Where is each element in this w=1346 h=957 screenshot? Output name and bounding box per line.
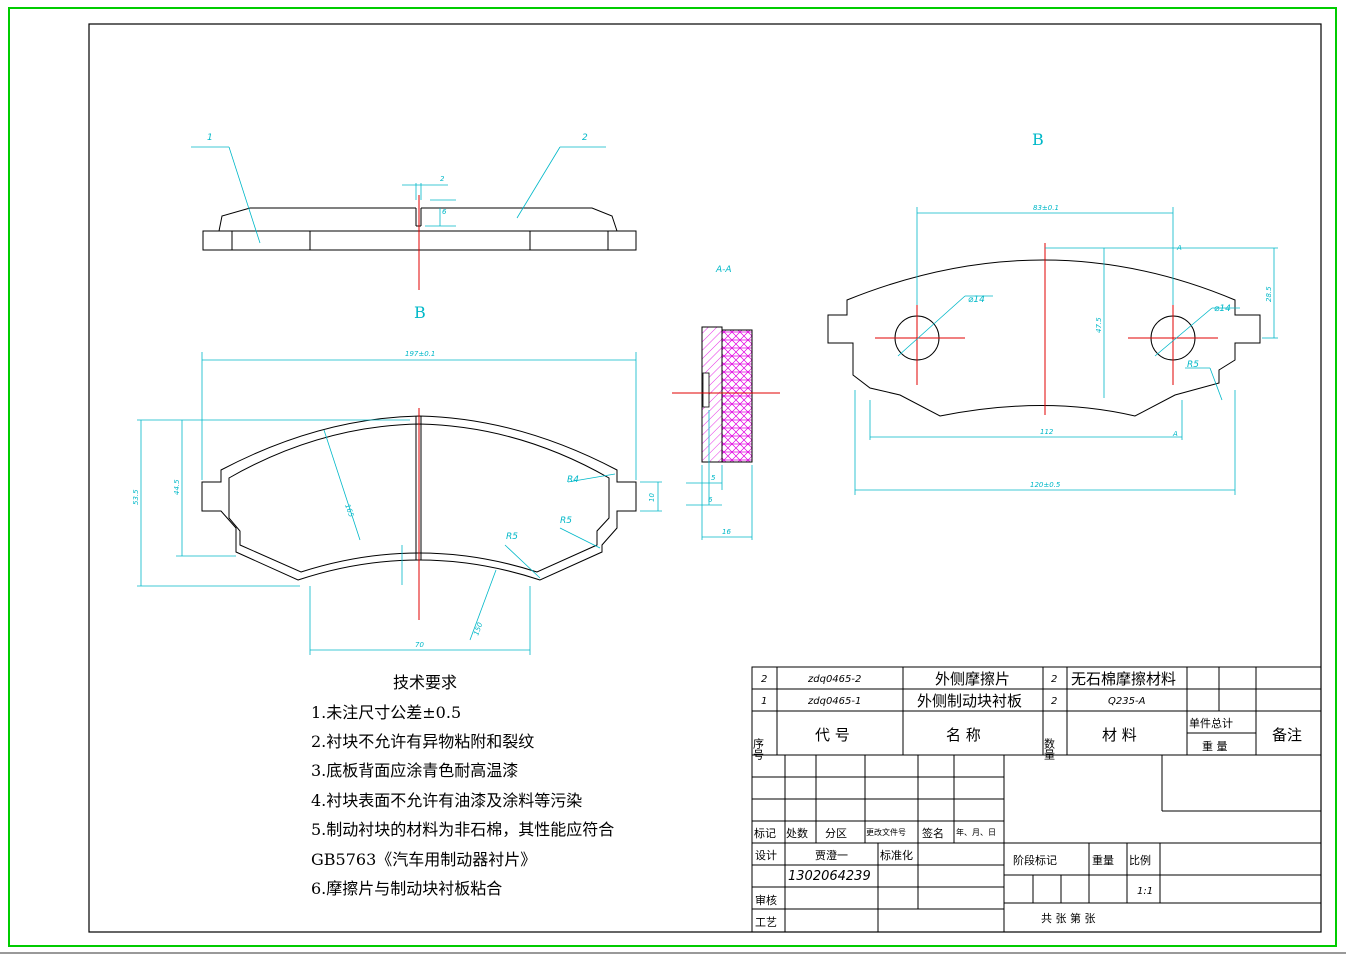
tb-designer: 贾澄一 <box>815 848 848 862</box>
tb-standard: 标准化 <box>880 848 913 862</box>
top-slot-width: 2 <box>440 175 445 183</box>
bom-row1-code: zdq0465-1 <box>807 696 861 707</box>
tb-process: 工艺 <box>755 916 777 929</box>
tb-design: 设计 <box>755 849 777 862</box>
view-b-height-a: 28.5 <box>1265 286 1273 302</box>
outer-frame <box>8 7 1337 947</box>
dim-radius-c: R5 <box>506 532 518 542</box>
tb-doc: 更改文件号 <box>866 827 906 837</box>
dim-radius-a: R4 <box>567 475 579 485</box>
view-b-length-b: 112 <box>1040 428 1054 436</box>
bom-row2-code: zdq0465-2 <box>807 674 861 685</box>
tb-sign: 签名 <box>922 826 944 840</box>
view-b-title: B <box>1032 130 1044 149</box>
tech-item: 4.衬块表面不允许有油漆及涂料等污染 <box>311 791 582 810</box>
tb-scale: 比例 <box>1129 853 1151 867</box>
inner-frame <box>88 23 1322 933</box>
bom-header-material: 材 料 <box>1102 726 1137 744</box>
tb-review: 审核 <box>755 893 777 907</box>
tech-item: 1.未注尺寸公差±0.5 <box>311 703 461 722</box>
bom-row2-name: 外侧摩擦片 <box>935 670 1010 688</box>
tech-item: 6.摩擦片与制动块衬板粘合 <box>311 879 502 898</box>
dim-bottom: 70 <box>415 641 424 649</box>
tb-sheets: 共 张 第 张 <box>1041 911 1096 925</box>
view-b-height-b: 47.5 <box>1095 317 1103 333</box>
view-b-centerlines <box>875 243 1218 415</box>
top-view-dims <box>191 146 606 244</box>
tech-item: 3.底板背面应涂青色耐高温漆 <box>311 761 518 780</box>
bom-row1-qty: 2 <box>1051 696 1057 707</box>
tech-item: GB5763《汽车用制动器衬片》 <box>311 850 536 869</box>
bom-header-code: 代 号 <box>815 726 850 744</box>
dim-height-a: 53.5 <box>132 489 140 505</box>
bom-header-no: 序号 <box>752 737 765 761</box>
callout-1: 1 <box>207 133 213 143</box>
bom-row2-no: 2 <box>761 674 767 685</box>
view-b-width: 83±0.1 <box>1033 204 1059 212</box>
tb-weight: 重量 <box>1092 853 1114 867</box>
section-dim-a: 5 <box>711 474 716 482</box>
section-dim-b: 6 <box>708 496 713 504</box>
top-slot-height: 6 <box>442 208 447 216</box>
bom-row1-no: 1 <box>761 696 767 707</box>
dim-radius-arc: 150 <box>472 621 484 637</box>
callout-2: 2 <box>582 133 588 143</box>
bom-row2-material: 无石棉摩擦材料 <box>1071 670 1176 688</box>
view-b-section-mark-top: A <box>1176 244 1182 252</box>
view-b-radius: R5 <box>1187 360 1199 370</box>
front-view <box>201 415 637 581</box>
tb-count: 处数 <box>786 827 808 840</box>
bom-row1-material: Q235-A <box>1108 696 1146 707</box>
section-view <box>672 326 780 463</box>
dim-radius-b: R5 <box>560 516 572 526</box>
bom-header-name: 名 称 <box>946 726 981 744</box>
section-dim-c: 16 <box>722 528 731 536</box>
view-b-hole-a: ⌀14 <box>968 295 985 305</box>
view-b-hole-b: ⌀14 <box>1214 304 1231 314</box>
tech-item: 2.衬块不允许有异物粘附和裂纹 <box>311 732 534 751</box>
bom-header-unit-total: 单件总计 <box>1189 716 1233 730</box>
tb-date: 年、月、日 <box>956 827 996 837</box>
tb-mark: 标记 <box>754 826 776 840</box>
view-b-arrow-label: B <box>414 303 426 322</box>
section-dims <box>686 410 753 540</box>
dim-height-b: 44.5 <box>173 479 181 495</box>
bom-header-remark: 备注 <box>1272 726 1302 744</box>
tech-item: 5.制动衬块的材料为非石棉，其性能应符合 <box>311 820 614 839</box>
view-b-dims <box>854 207 1278 495</box>
tb-student-id: 1302064239 <box>788 869 871 884</box>
dim-width: 197±0.1 <box>405 350 435 358</box>
tb-stage: 阶段标记 <box>1013 853 1057 867</box>
dim-ear: 10 <box>648 493 656 502</box>
tb-scale-value: 1:1 <box>1137 886 1153 897</box>
tech-title: 技术要求 <box>393 673 457 692</box>
bom-row2-qty: 2 <box>1051 674 1057 685</box>
bom-header-weight: 重 量 <box>1202 739 1228 753</box>
bom-header-qty: 数量 <box>1043 738 1056 760</box>
view-b-length-a: 120±0.5 <box>1030 481 1061 489</box>
front-view-dims <box>137 352 662 655</box>
tech-requirements: 技术要求 1.未注尺寸公差±0.5 2.衬块不允许有异物粘附和裂纹 3.底板背面… <box>311 673 614 898</box>
tb-zone: 分区 <box>825 827 847 840</box>
title-block-lines <box>751 666 1322 933</box>
dim-radius-big: 165 <box>343 503 355 519</box>
view-b-section-mark-bottom: A <box>1172 430 1178 438</box>
bom-row1-name: 外侧制动块衬板 <box>917 692 1022 710</box>
section-label: A-A <box>715 265 732 275</box>
